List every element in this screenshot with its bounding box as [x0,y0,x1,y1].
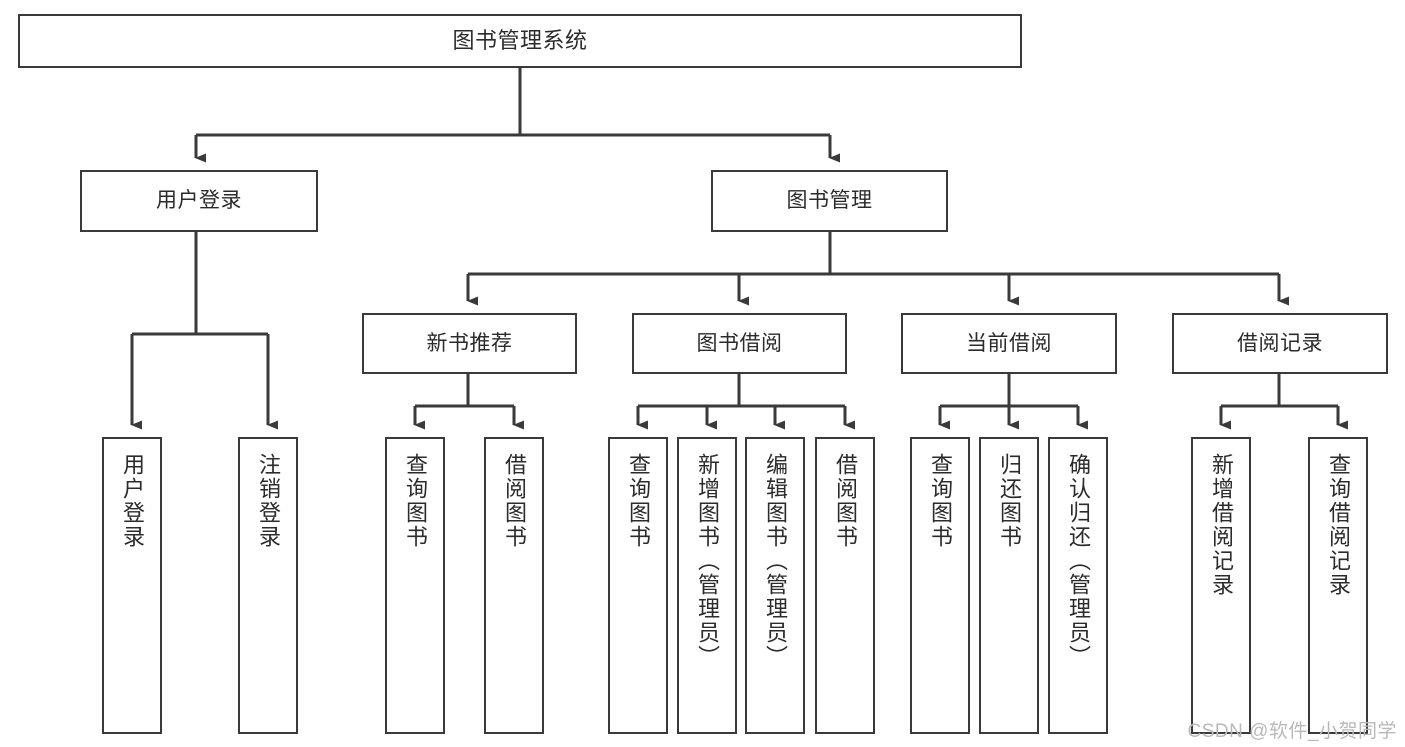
leaf-query-record-label: 查询借阅记录 [1326,453,1351,597]
leaf-add-book-label: 新增图书（管理员） [695,453,720,669]
leaf-borrow-book-2[interactable]: 借阅图书 [815,437,875,734]
node-current-borrow-label: 当前借阅 [966,331,1052,355]
leaf-query-record[interactable]: 查询借阅记录 [1308,437,1368,734]
leaf-borrow-book-1[interactable]: 借阅图书 [484,437,544,734]
node-book-manage[interactable]: 图书管理 [711,170,948,232]
node-root-label: 图书管理系统 [452,27,588,53]
leaf-confirm-return[interactable]: 确认归还（管理员） [1048,437,1108,734]
leaf-borrow-book-2-label: 借阅图书 [833,453,858,549]
leaf-edit-book[interactable]: 编辑图书（管理员） [745,437,805,734]
node-new-book-recommend-label: 新书推荐 [426,331,513,355]
leaf-query-book-1-label: 查询图书 [403,453,428,549]
leaf-add-book[interactable]: 新增图书（管理员） [677,437,737,734]
leaf-add-record[interactable]: 新增借阅记录 [1191,437,1251,734]
leaf-query-book-2-label: 查询图书 [626,453,651,549]
leaf-user-login[interactable]: 用户登录 [102,437,162,734]
leaf-query-book-2[interactable]: 查询图书 [608,437,668,734]
leaf-logout-label: 注销登录 [256,453,281,549]
leaf-add-record-label: 新增借阅记录 [1209,453,1234,597]
node-book-borrow-label: 图书借阅 [696,331,783,355]
leaf-return-book[interactable]: 归还图书 [979,437,1039,734]
leaf-logout[interactable]: 注销登录 [238,437,298,734]
watermark: CSDN @软件_小贺同学 [1187,721,1397,742]
node-book-borrow[interactable]: 图书借阅 [632,313,847,374]
node-new-book-recommend[interactable]: 新书推荐 [362,313,577,374]
leaf-return-book-label: 归还图书 [997,453,1022,549]
leaf-edit-book-label: 编辑图书（管理员） [763,453,788,669]
node-root[interactable]: 图书管理系统 [18,14,1022,68]
node-book-manage-label: 图书管理 [786,189,873,213]
leaf-query-book-3-label: 查询图书 [928,453,953,549]
leaf-query-book-1[interactable]: 查询图书 [385,437,445,734]
leaf-confirm-return-label: 确认归还（管理员） [1066,453,1091,669]
leaf-user-login-label: 用户登录 [120,453,145,549]
node-current-borrow[interactable]: 当前借阅 [901,313,1117,374]
node-user-login[interactable]: 用户登录 [80,170,318,232]
node-borrow-record[interactable]: 借阅记录 [1172,313,1388,374]
leaf-borrow-book-1-label: 借阅图书 [502,453,527,549]
leaf-query-book-3[interactable]: 查询图书 [910,437,970,734]
node-borrow-record-label: 借阅记录 [1237,331,1323,355]
node-user-login-label: 用户登录 [156,189,242,213]
